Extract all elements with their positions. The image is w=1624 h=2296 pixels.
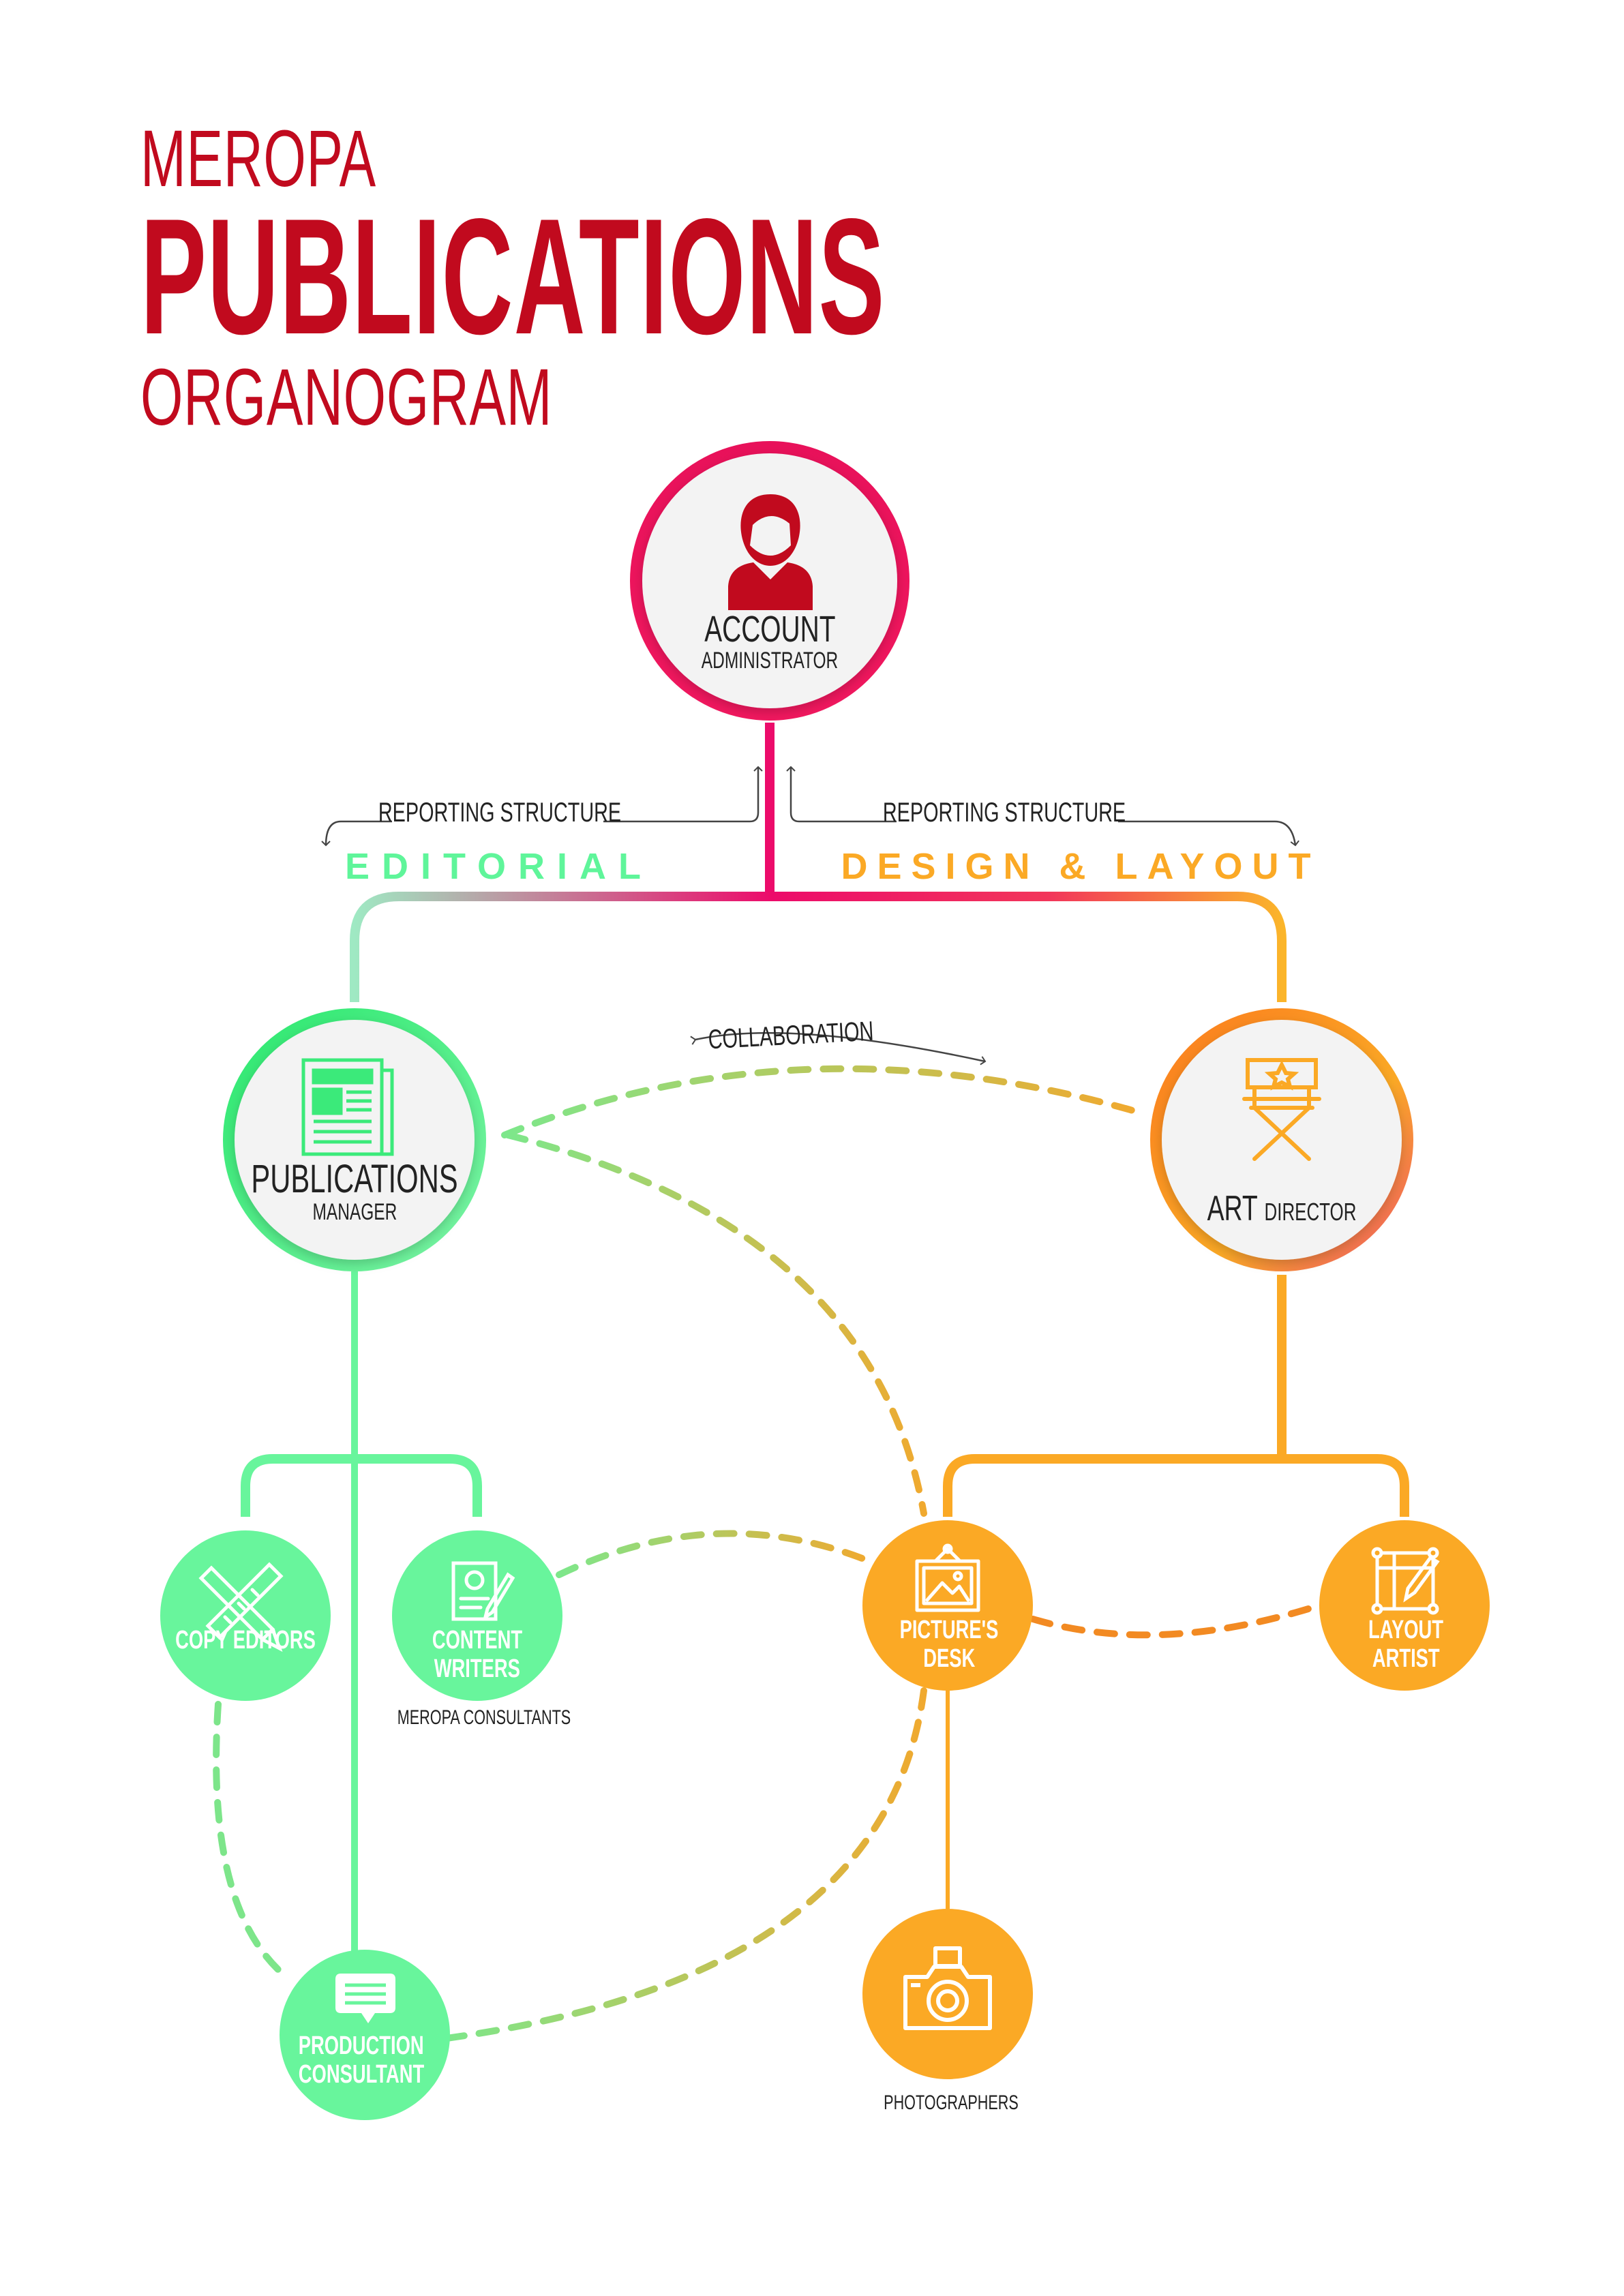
title-publications: PUBLICATIONS <box>140 185 886 369</box>
account-administrator-label: ACCOUNT ADMINISTRATOR <box>675 610 864 673</box>
production-consultant-label: PRODUCTION CONSULTANT <box>298 2031 425 2089</box>
right-reporting-caption: REPORTING STRUCTURE <box>882 798 1126 828</box>
left-reporting-arrow <box>603 766 763 823</box>
photographers-caption: PHOTOGRAPHERS <box>884 2091 1019 2114</box>
dashed-editors-to-production <box>213 1701 290 1980</box>
camera-icon <box>903 1946 992 2030</box>
title-meropa: MEROPA <box>140 114 376 204</box>
node-art-director[interactable] <box>1150 1008 1413 1271</box>
connector-editorial-branch <box>241 1454 482 1517</box>
node-account-administrator[interactable] <box>630 441 909 721</box>
hierarchy-connectors <box>241 723 1409 1960</box>
director-label: DIRECTOR <box>1264 1198 1357 1226</box>
administrator-label: ADMINISTRATOR <box>701 648 839 674</box>
account-label: ACCOUNT <box>704 609 836 650</box>
art-label: ART <box>1207 1189 1258 1228</box>
reporting-arrows <box>321 766 1299 1066</box>
node-layout-artist[interactable] <box>1319 1520 1490 1691</box>
left-reporting-tail <box>321 820 392 847</box>
chat-bubble-icon <box>335 1974 395 2023</box>
dashed-pm-to-desk <box>505 1132 927 1517</box>
layout-artist-label: LAYOUT ARTIST <box>1368 1616 1443 1673</box>
publications-label: PUBLICATIONS <box>251 1157 458 1201</box>
connector-design-branch <box>943 1454 1409 1517</box>
director-chair-icon <box>1242 1058 1321 1161</box>
collaboration-arrow <box>690 1031 987 1066</box>
node-pictures-desk[interactable] <box>862 1520 1033 1691</box>
publications-manager-label: PUBLICATIONS MANAGER <box>211 1157 498 1225</box>
dashed-desk-to-layout <box>1029 1602 1323 1639</box>
editorial-label: EDITORIAL <box>344 846 654 887</box>
picture-frame-icon <box>915 1543 980 1612</box>
meropa-consultants-caption: MEROPA CONSULTANTS <box>397 1706 571 1729</box>
title-organogram: ORGANOGRAM <box>140 352 553 442</box>
copy-editors-label: COPY EDITORS <box>175 1626 316 1655</box>
layout-grid-icon <box>1371 1547 1440 1615</box>
right-reporting-arrow <box>786 766 897 823</box>
left-reporting-caption: REPORTING STRUCTURE <box>378 798 622 828</box>
node-content-writers[interactable] <box>392 1530 562 1701</box>
dashed-writers-to-desk <box>556 1530 873 1578</box>
connector-top-branch <box>350 892 1287 1002</box>
art-director-label: ART DIRECTOR <box>1178 1190 1385 1231</box>
right-reporting-tail <box>1118 820 1299 847</box>
person-icon <box>728 494 813 610</box>
newspaper-icon <box>301 1058 394 1156</box>
node-photographers[interactable] <box>862 1909 1033 2079</box>
node-publications-manager[interactable] <box>223 1008 486 1271</box>
page-title: MEROPA PUBLICATIONS ORGANOGRAM <box>140 115 1382 442</box>
content-writers-label: CONTENT WRITERS <box>432 1626 523 1683</box>
collaboration-links <box>213 1065 1323 2042</box>
node-copy-editors[interactable] <box>160 1530 331 1701</box>
design-layout-label: DESIGN & LAYOUT <box>841 846 1321 887</box>
node-production-consultant[interactable] <box>280 1950 450 2120</box>
dashed-production-to-desk <box>443 1687 927 2042</box>
pictures-desk-label: PICTURE'S DESK <box>899 1616 999 1673</box>
resume-document-icon <box>451 1561 515 1621</box>
manager-label: MANAGER <box>312 1199 397 1225</box>
pencil-ruler-icon <box>198 1562 284 1652</box>
dashed-pm-to-ad <box>501 1065 1139 1138</box>
